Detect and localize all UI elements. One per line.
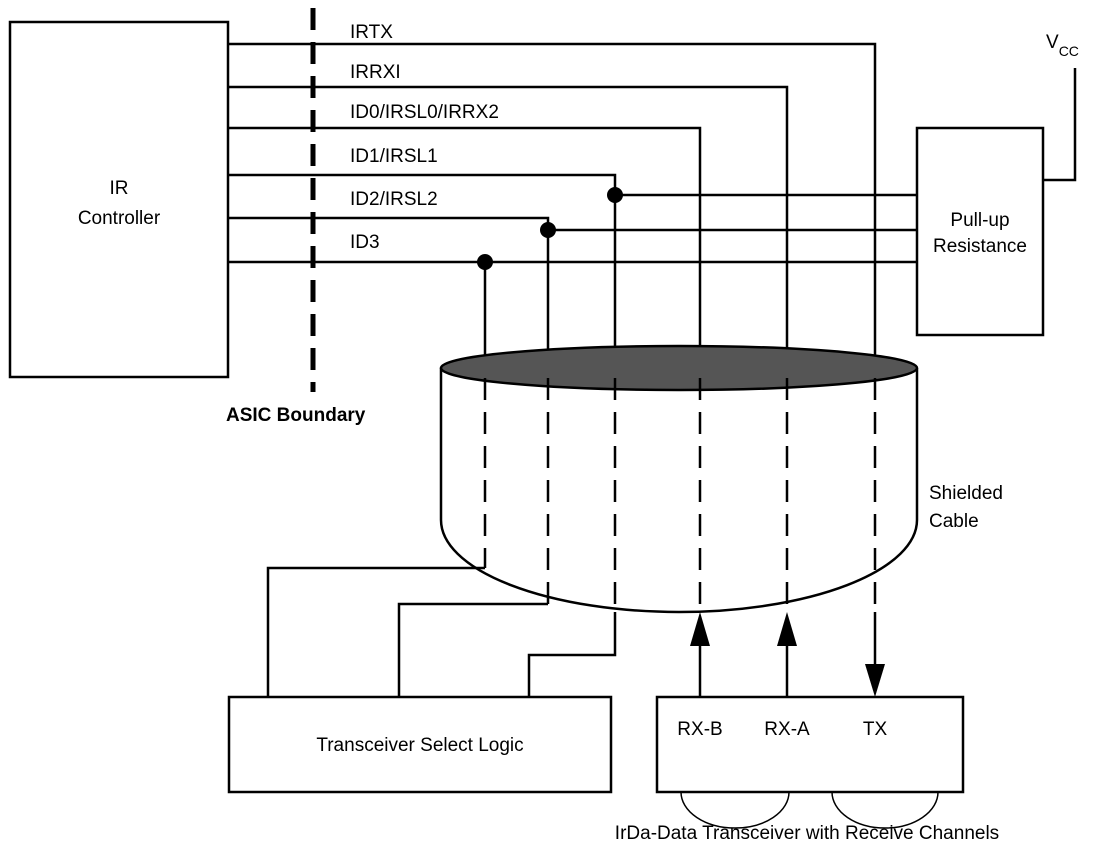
transceiver-select-box bbox=[227, 695, 613, 794]
pullup-label-1: Pull-up bbox=[950, 210, 1009, 231]
transmitter-lens-icon bbox=[831, 791, 939, 829]
vcc-subscript: CC bbox=[1059, 43, 1079, 59]
irrxi-label: IRRXI bbox=[350, 62, 401, 83]
id3-label: ID3 bbox=[350, 232, 380, 253]
pullup-label-2: Resistance bbox=[933, 236, 1027, 257]
id2-junction-dot bbox=[540, 222, 556, 238]
vcc-label: VCC bbox=[1046, 32, 1079, 59]
id3-wire bbox=[228, 260, 487, 378]
shielded-cable-body bbox=[439, 368, 919, 614]
pullup-resistance-box bbox=[915, 126, 1045, 337]
vcc-main: V bbox=[1046, 32, 1059, 53]
shielded-cable-top bbox=[439, 344, 919, 392]
vcc-wire bbox=[1043, 68, 1077, 182]
transceiver-caption: IrDa-Data Transceiver with Receive Chann… bbox=[615, 823, 999, 844]
ir-controller-label-1: IR bbox=[110, 178, 129, 199]
tx-arrow-icon bbox=[865, 664, 885, 697]
ir-controller-box bbox=[8, 20, 230, 379]
rxa-arrow-icon bbox=[777, 612, 797, 646]
transceiver-select-label: Transceiver Select Logic bbox=[316, 735, 523, 756]
ir-controller-label-2: Controller bbox=[78, 208, 161, 229]
irda-transceiver-box bbox=[655, 695, 965, 794]
id2-select-wire bbox=[397, 602, 548, 697]
rxb-arrow-icon bbox=[690, 612, 710, 646]
irtx-wire bbox=[228, 42, 877, 378]
id1-wire bbox=[228, 173, 617, 378]
irtx-label: IRTX bbox=[350, 22, 393, 43]
id2-label: ID2/IRSL2 bbox=[350, 189, 438, 210]
asic-boundary-label: ASIC Boundary bbox=[226, 405, 366, 426]
irrxi-wire bbox=[228, 85, 789, 378]
rxb-pin-label: RX-B bbox=[677, 719, 722, 740]
rxa-pin-label: RX-A bbox=[764, 719, 810, 740]
id1-junction-dot bbox=[607, 187, 623, 203]
id1-select-wire bbox=[527, 612, 617, 697]
shielded-label-2: Cable bbox=[929, 511, 979, 532]
id0-wire bbox=[228, 126, 702, 378]
id0-label: ID0/IRSL0/IRRX2 bbox=[350, 102, 499, 123]
shielded-label-1: Shielded bbox=[929, 483, 1003, 504]
id3-select-wire bbox=[266, 566, 485, 697]
tx-pin-label: TX bbox=[863, 719, 888, 740]
receiver-lens-icon bbox=[680, 791, 790, 829]
id2-wire bbox=[228, 216, 550, 378]
id1-label: ID1/IRSL1 bbox=[350, 146, 438, 167]
id3-junction-dot bbox=[477, 254, 493, 270]
